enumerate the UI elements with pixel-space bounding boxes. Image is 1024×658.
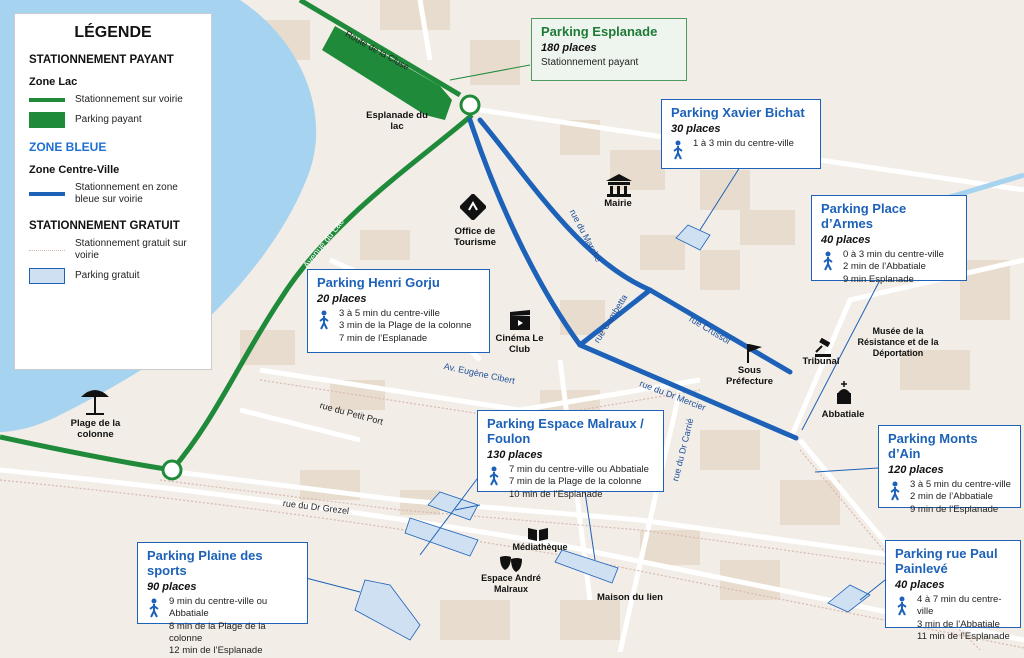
parking-montsain-box[interactable]: Parking Monts d’Ain 120 places 3 à 5 min… [878, 425, 1021, 515]
label-cinema: Cinéma Le Club [495, 333, 544, 356]
label-sous-prefecture: Sous Préfecture [726, 365, 773, 388]
legend-item-free-parking: Parking gratuit [29, 268, 197, 284]
parking-sports-box[interactable]: Parking Plaine des sports 90 places 9 mi… [137, 542, 308, 656]
pedestrian-icon [149, 598, 159, 618]
paid-street-parking [0, 0, 474, 473]
abbey-church-icon [837, 381, 851, 404]
legend-item-free-street: Stationnement gratuit sur voirie [29, 238, 197, 262]
green-line-symbol [29, 98, 65, 102]
label-maison-lien: Maison du lien [597, 592, 663, 603]
legend-item-paid-parking: Parking payant [29, 112, 197, 128]
parking-armes-box[interactable]: Parking Place d’Armes 40 places 0 à 3 mi… [811, 195, 967, 285]
parking-esplanade-area[interactable] [322, 26, 452, 120]
pedestrian-icon [673, 140, 683, 160]
free-parking-areas [354, 224, 871, 641]
parking-malraux-area[interactable] [404, 517, 479, 557]
parking-esplanade-box[interactable]: Parking Esplanade 180 places Stationneme… [531, 18, 687, 81]
parking-painleve-area[interactable] [827, 584, 871, 613]
cinema-icon [510, 310, 530, 330]
dotted-line-symbol [29, 249, 65, 251]
parking-gorju-box[interactable]: Parking Henri Gorju 20 places 3 à 5 min … [307, 269, 490, 353]
pedestrian-icon [897, 596, 907, 616]
legend-item-street-paid: Stationnement sur voirie [29, 94, 197, 106]
label-mairie: Mairie [604, 198, 632, 209]
green-area-symbol [29, 112, 65, 128]
tribunal-gavel-icon [815, 338, 831, 357]
pedestrian-icon [319, 310, 329, 330]
parking-malraux-box[interactable]: Parking Espace Malraux / Foulon 130 plac… [477, 410, 664, 500]
prefecture-flag-icon [747, 344, 762, 363]
label-esplanade-lac: Esplanade du lac [366, 110, 428, 133]
parking-sports-area[interactable] [354, 579, 421, 641]
label-musee: Musée de la Résistance et de la Déportat… [857, 326, 939, 358]
legend-blue-zone: ZONE BLEUE [29, 140, 107, 154]
parking-painleve-box[interactable]: Parking rue Paul Painlevé 40 places 4 à … [885, 540, 1021, 642]
beach-umbrella-icon [81, 390, 109, 415]
label-abbatiale: Abbatiale [821, 409, 865, 420]
label-plage-colonne: Plage de la colonne [70, 418, 121, 441]
tourism-office-icon [460, 194, 486, 220]
blue-zone-streets [467, 117, 799, 441]
free-area-symbol [29, 268, 65, 284]
roundabout-south [161, 459, 183, 481]
legend-city-zone: Zone Centre-Ville [29, 164, 120, 176]
label-mediatheque: Médiathèque [512, 542, 568, 552]
theatre-masks-icon [500, 556, 522, 572]
pedestrian-icon [890, 481, 900, 501]
label-tribunal: Tribunal [802, 356, 840, 367]
media-library-book-icon [528, 528, 548, 541]
legend-lake-zone: Zone Lac [29, 76, 78, 88]
legend-item-blue-street: Stationnement en zone bleue sur voirie [29, 182, 197, 206]
legend-title: LÉGENDE [74, 24, 152, 41]
legend-panel: LÉGENDE STATIONNEMENT PAYANT Zone Lac St… [14, 13, 212, 370]
blue-line-symbol [29, 192, 65, 196]
pedestrian-icon [489, 466, 499, 486]
leader-esplanade [449, 64, 531, 81]
parking-foulon-area[interactable] [554, 549, 619, 584]
parking-bichat-area[interactable] [675, 224, 711, 251]
parking-bichat-box[interactable]: Parking Xavier Bichat 30 places 1 à 3 mi… [661, 99, 821, 169]
town-hall-icon [606, 174, 632, 197]
legend-free-heading: STATIONNEMENT GRATUIT [29, 220, 180, 232]
pedestrian-icon [823, 251, 833, 271]
label-espace-malraux: Espace André Malraux [481, 573, 541, 594]
label-office-tourisme: Office de Tourisme [453, 226, 497, 249]
roundabout-north [459, 94, 481, 116]
legend-paid-heading: STATIONNEMENT PAYANT [29, 54, 174, 66]
